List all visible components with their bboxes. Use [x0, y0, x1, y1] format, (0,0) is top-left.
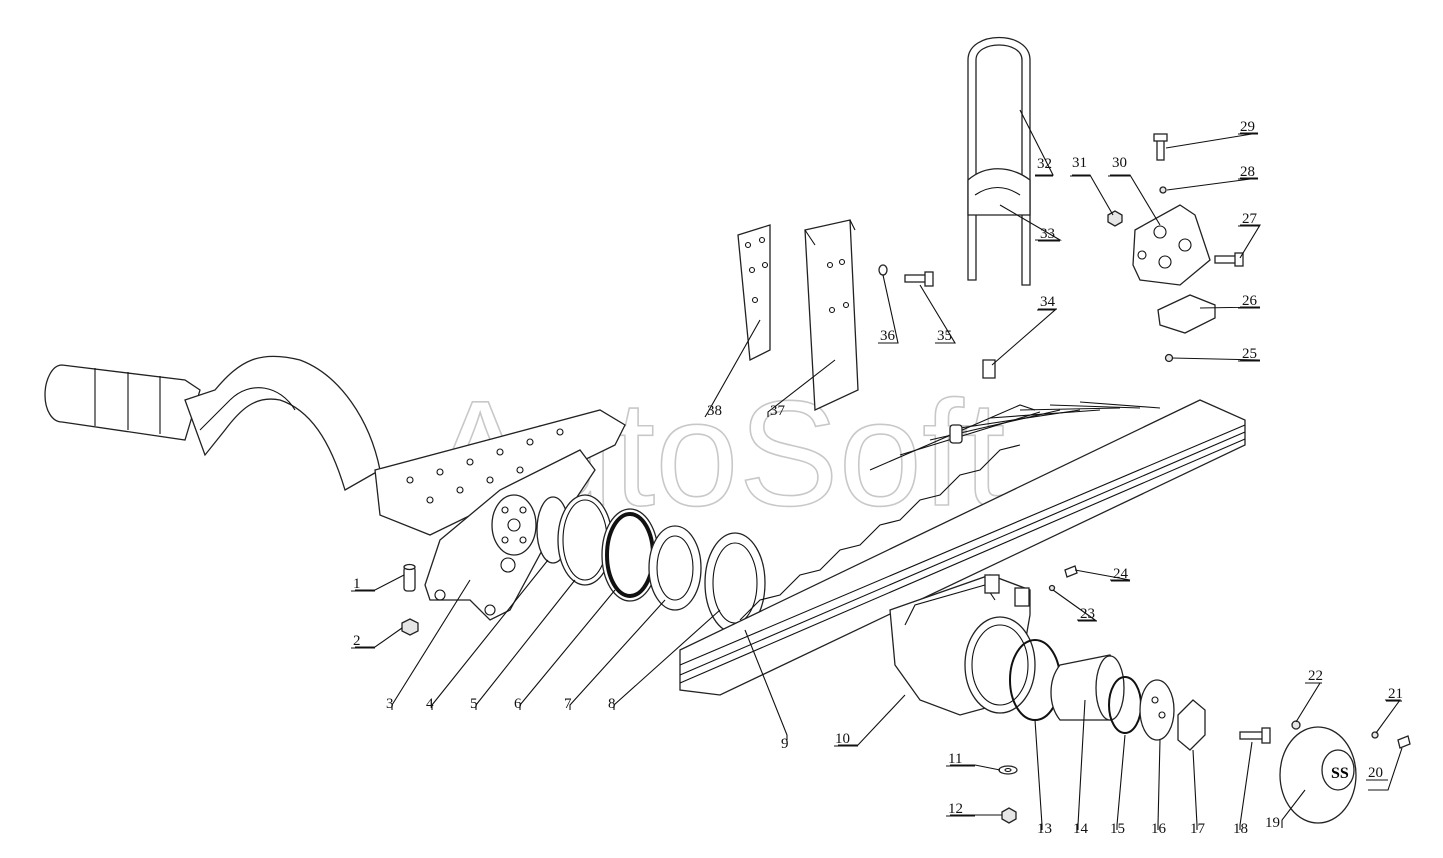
leader-lines: [355, 109, 1403, 830]
bracket-part: [374, 409, 626, 621]
washer-nut-parts: [998, 765, 1018, 824]
callout-24: 24: [1113, 566, 1129, 582]
cap-emblem: SS: [1331, 765, 1349, 782]
hub-housing-part: [889, 574, 1036, 716]
callout-5: 5: [470, 696, 478, 712]
callout-35: 35: [937, 328, 952, 344]
callout-2: 2: [353, 633, 361, 649]
callout-4: 4: [426, 696, 434, 712]
callout-23: 23: [1080, 606, 1095, 622]
callout-38: 38: [707, 403, 722, 419]
callout-19: 19: [1265, 815, 1280, 831]
callout-6: 6: [514, 696, 522, 712]
seal-sleeve-parts: [1009, 639, 1206, 751]
callout-16: 16: [1151, 821, 1167, 837]
callout-1: 1: [353, 576, 361, 592]
callout-29: 29: [1240, 119, 1255, 135]
callout-30: 30: [1112, 155, 1127, 171]
callout-28: 28: [1240, 164, 1255, 180]
callout-numbers: 1 2 3 4 5 6 7 8 9 10 11 12 13 14 15 16 1…: [353, 119, 1403, 837]
callout-8: 8: [608, 696, 616, 712]
seal-rings: [536, 494, 766, 634]
callout-36: 36: [880, 328, 896, 344]
callout-7: 7: [564, 696, 572, 712]
callout-34: 34: [1040, 294, 1056, 310]
callout-22: 22: [1308, 668, 1323, 684]
leaf-spring-part: [679, 399, 1246, 696]
callout-3: 3: [386, 696, 394, 712]
balancer-axle-part: [44, 355, 381, 491]
callout-20: 20: [1368, 765, 1383, 781]
callout-27: 27: [1242, 211, 1258, 227]
callout-32: 32: [1037, 156, 1052, 172]
u-bolt-parts: [967, 36, 1031, 379]
callout-18: 18: [1233, 821, 1248, 837]
callout-12: 12: [948, 801, 963, 817]
callout-25: 25: [1242, 346, 1257, 362]
pad-plates: [737, 219, 934, 411]
callout-33: 33: [1040, 226, 1055, 242]
nut-part: [401, 618, 419, 636]
callout-31: 31: [1072, 155, 1087, 171]
callout-underlines: [351, 133, 1402, 817]
callout-10: 10: [835, 731, 850, 747]
callout-17: 17: [1190, 821, 1206, 837]
callout-15: 15: [1110, 821, 1125, 837]
hub-cap-parts: SS: [1048, 565, 1411, 824]
callout-14: 14: [1073, 821, 1089, 837]
callout-21: 21: [1388, 686, 1403, 702]
callout-26: 26: [1242, 293, 1258, 309]
upper-bracket-parts: [1107, 133, 1244, 363]
callout-37: 37: [770, 403, 786, 419]
callout-11: 11: [948, 751, 962, 767]
pin-part: [403, 563, 416, 592]
callout-13: 13: [1037, 821, 1052, 837]
callout-9: 9: [781, 736, 789, 752]
